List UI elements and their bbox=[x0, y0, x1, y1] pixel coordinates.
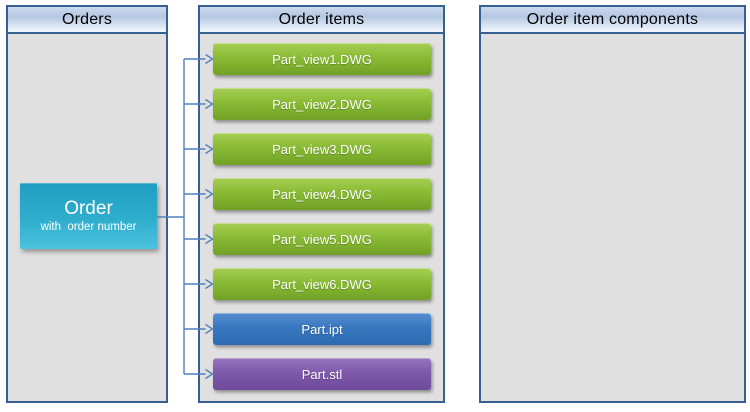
order-node: Order with order number bbox=[20, 183, 157, 249]
panel-order-item-components-header: Order item components bbox=[481, 7, 744, 34]
order-item-box: Part_view1.DWG bbox=[213, 43, 431, 75]
order-item-box: Part_view4.DWG bbox=[213, 178, 431, 210]
order-item-box: Part_view5.DWG bbox=[213, 223, 431, 255]
order-item-box: Part_view2.DWG bbox=[213, 88, 431, 120]
order-item-box: Part.stl bbox=[213, 358, 431, 390]
order-node-subtitle: with order number bbox=[40, 220, 137, 233]
panel-order-item-components: Order item components bbox=[479, 5, 746, 403]
panel-order-item-components-title: Order item components bbox=[526, 10, 699, 28]
panel-order-items-header: Order items bbox=[200, 7, 443, 34]
panel-orders-title: Orders bbox=[61, 10, 113, 28]
order-item-box: Part_view6.DWG bbox=[213, 268, 431, 300]
panel-orders-header: Orders bbox=[8, 7, 166, 34]
order-node-title: Order bbox=[64, 197, 113, 219]
order-item-box: Part.ipt bbox=[213, 313, 431, 345]
panel-order-items-title: Order items bbox=[278, 10, 365, 28]
order-item-box: Part_view3.DWG bbox=[213, 133, 431, 165]
